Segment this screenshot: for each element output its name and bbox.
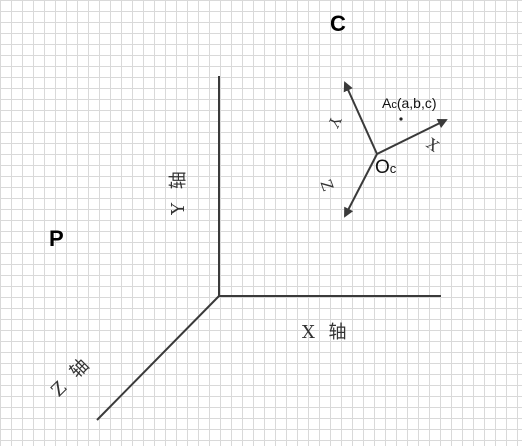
camera-frame-label: C <box>330 11 346 36</box>
camera-z-axis <box>344 153 378 218</box>
camera-origin-sub: c <box>389 161 397 176</box>
world-x-axis-label: X 轴 <box>302 322 351 343</box>
camera-x-axis <box>376 119 448 155</box>
point-a-coords: (a,b,c) <box>396 95 437 111</box>
point-a-main: A <box>382 95 392 111</box>
world-y-axis-label: Y 轴 <box>167 167 189 215</box>
point-a-dot <box>399 117 403 121</box>
camera-origin-main: O <box>375 157 390 178</box>
world-frame-label: P <box>49 226 64 251</box>
point-a-sub: c <box>391 99 397 111</box>
world-z-axis <box>96 295 220 421</box>
camera-y-axis <box>343 81 378 155</box>
camera-origin-label: Oc <box>375 158 396 177</box>
point-a-label: Ac(a,b,c) <box>382 96 437 112</box>
